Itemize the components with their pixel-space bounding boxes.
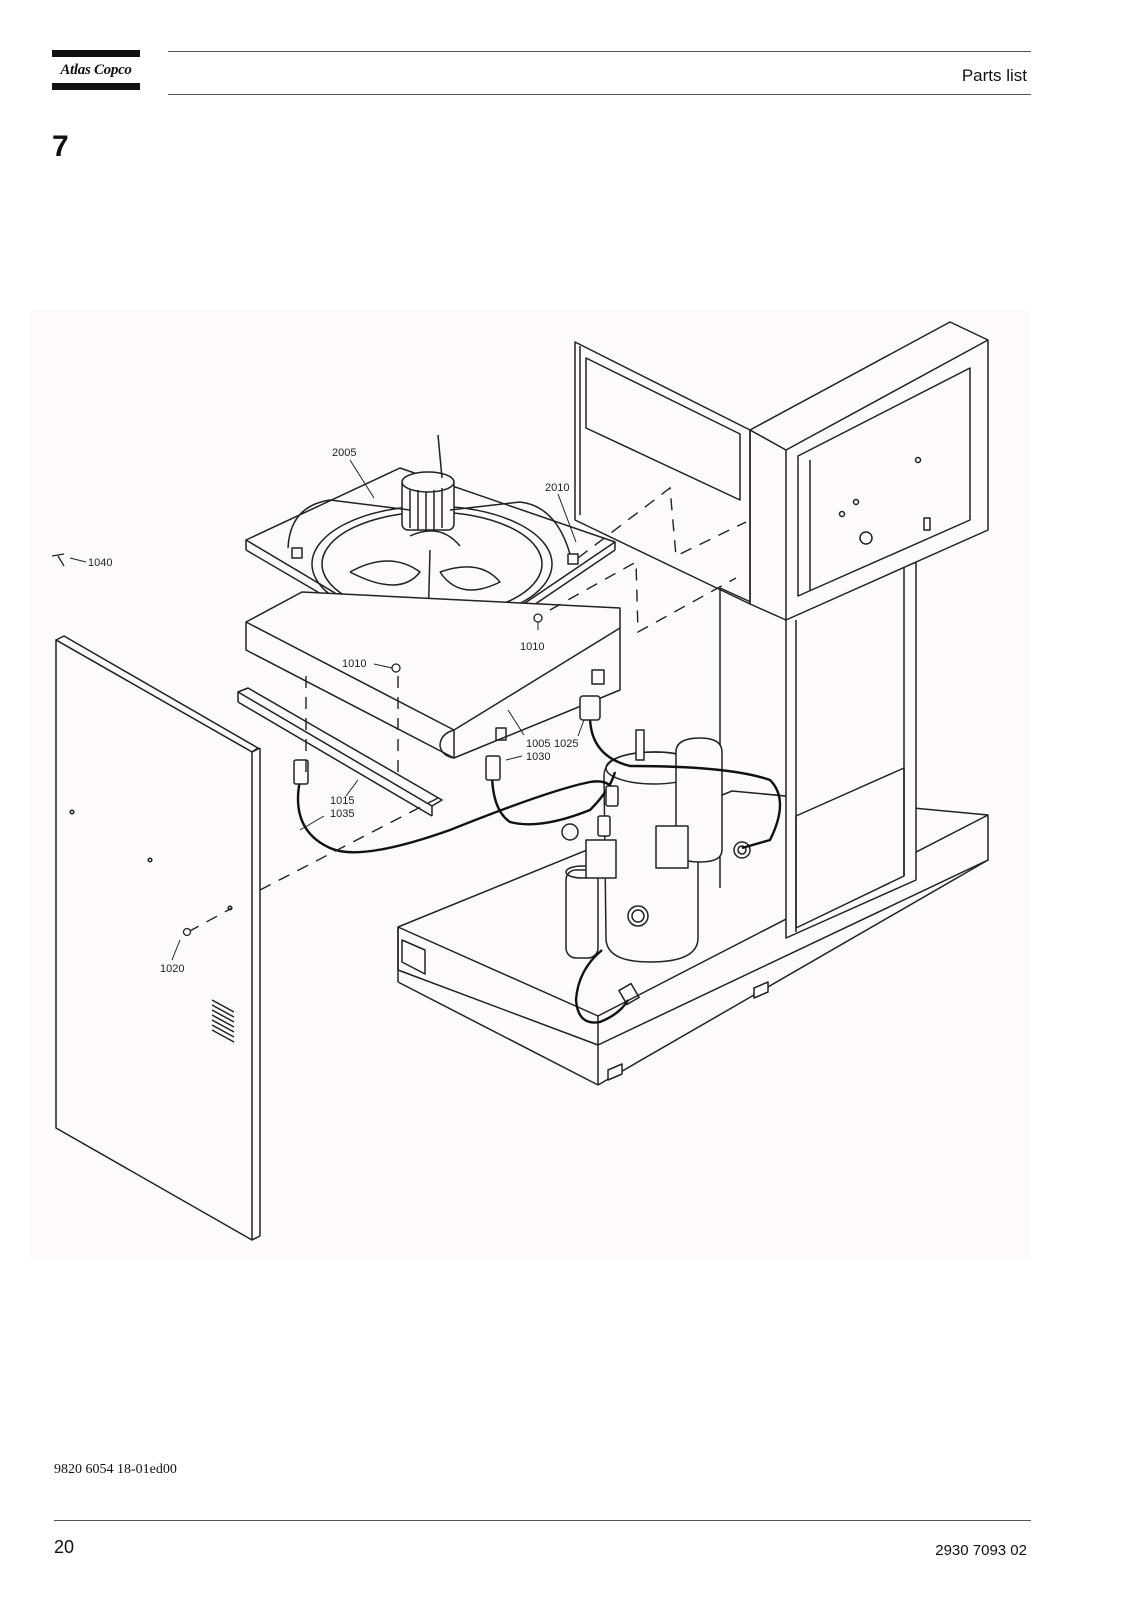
callout-1020: 1020 <box>160 963 184 975</box>
callout-1025: 1025 <box>554 738 578 750</box>
refrigerant-lines <box>296 715 782 1024</box>
fittings <box>293 695 619 837</box>
callout-1010: 1010 <box>342 658 366 670</box>
exploded-view-svg: 2005 2010 1040 1010 1010 1005 1025 1030 … <box>51 321 989 1241</box>
callout-2005: 2005 <box>332 447 356 459</box>
fitting-1015 <box>293 759 309 785</box>
section-number: 7 <box>52 130 69 163</box>
fitting-receiver <box>597 815 611 837</box>
page-number: 20 <box>54 1537 75 1557</box>
header-top-rule <box>168 51 1031 52</box>
screw-1010 <box>533 613 543 623</box>
screws <box>51 553 543 937</box>
header-bottom-rule <box>168 94 1031 95</box>
assembly-lines <box>187 486 747 933</box>
logo-top-bar <box>52 50 140 57</box>
fitting-1025 <box>579 695 601 721</box>
callout-1015: 1015 <box>330 795 354 807</box>
bracket-bar <box>237 687 443 817</box>
fitting-compressor <box>605 785 619 807</box>
document-code: 9820 6054 18-01ed00 <box>54 1462 177 1477</box>
footer-rule <box>54 1520 1031 1521</box>
logo-bottom-bar <box>52 83 140 90</box>
screw-1010 <box>391 663 401 673</box>
callout-2010: 2010 <box>545 482 569 494</box>
screw-1020 <box>182 927 192 937</box>
vertical-column <box>719 561 917 939</box>
condenser <box>245 591 621 759</box>
logo-wordmark: Atlas Copco <box>60 62 132 78</box>
exploded-parts-drawing: 2005 2010 1040 1010 1010 1005 1025 1030 … <box>30 310 1030 1260</box>
atlas-copco-logo: Atlas Copco <box>52 50 140 94</box>
callout-1030: 1030 <box>526 751 550 763</box>
part-number: 2930 7093 02 <box>935 1542 1027 1559</box>
callout-1040: 1040 <box>88 557 112 569</box>
electrical-box <box>574 321 989 621</box>
leader-lines <box>69 459 585 961</box>
compressor <box>561 729 751 1006</box>
fitting-1030 <box>485 755 501 781</box>
door-panel <box>55 635 261 1241</box>
callout-1005: 1005 <box>526 738 550 750</box>
callout-1035: 1035 <box>330 808 354 820</box>
header-title: Parts list <box>961 66 1027 85</box>
callout-1010: 1010 <box>520 641 544 653</box>
